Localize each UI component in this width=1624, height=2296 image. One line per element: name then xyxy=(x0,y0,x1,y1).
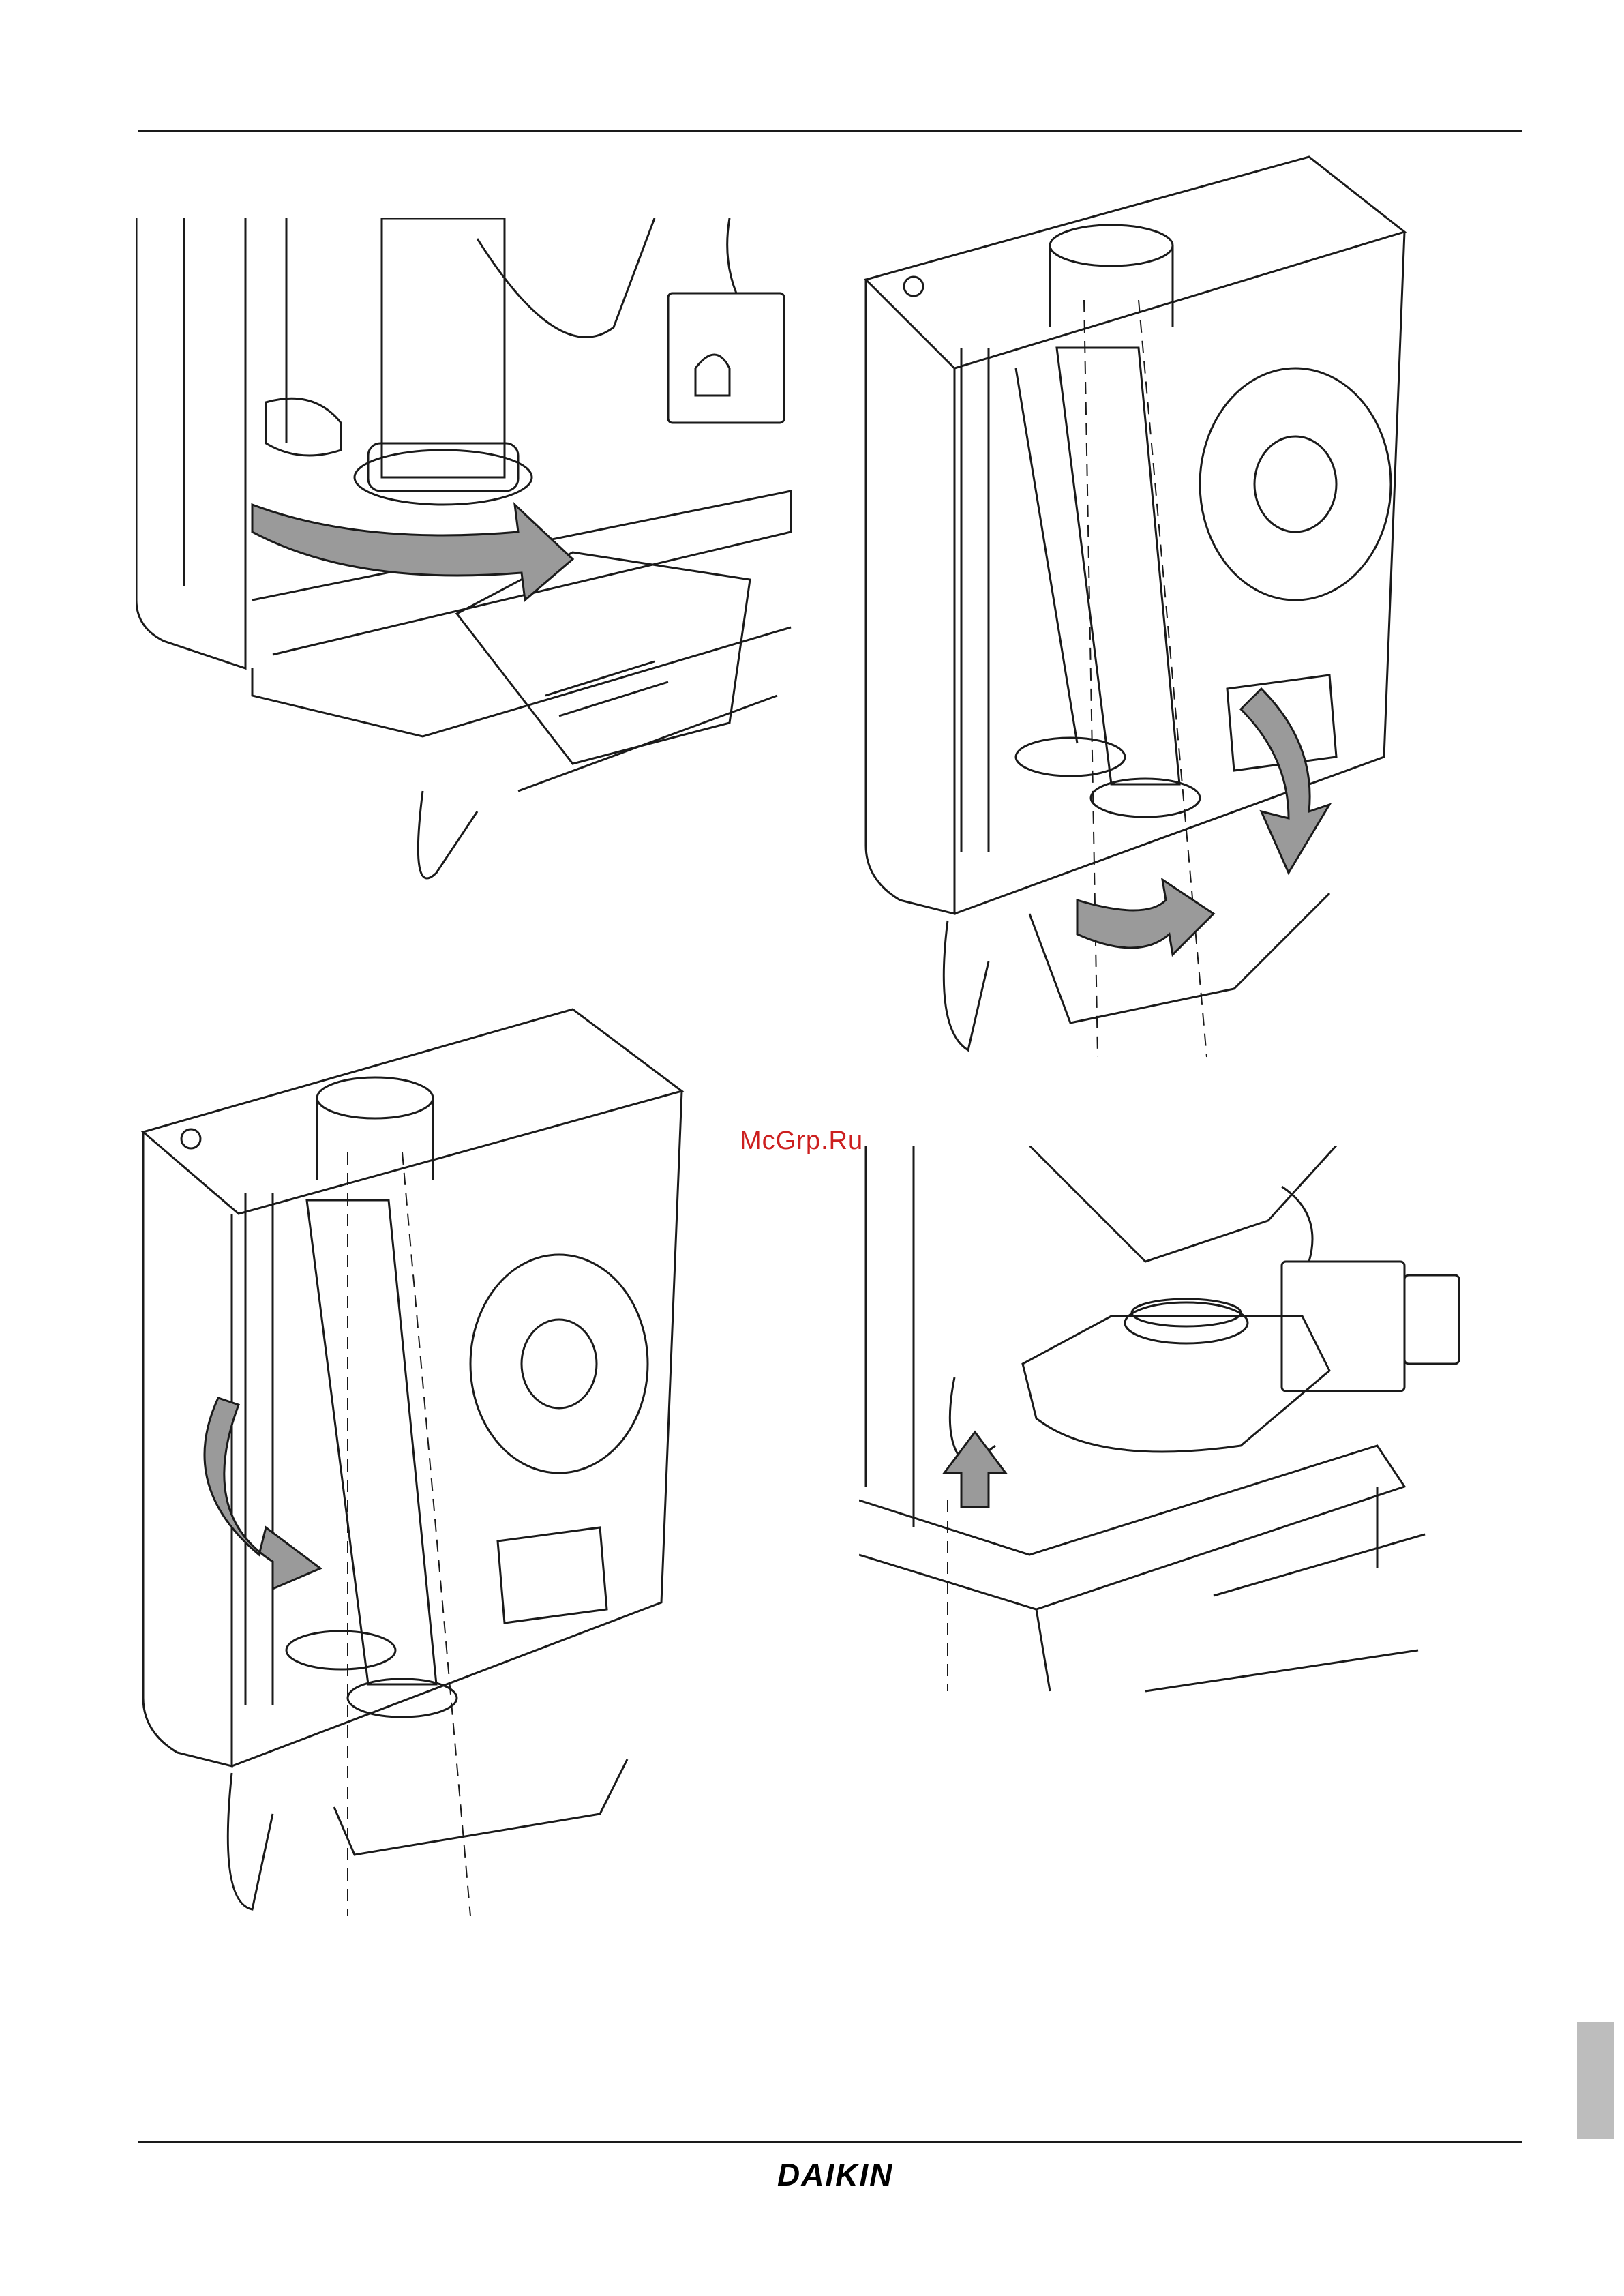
header-rule xyxy=(138,130,1522,132)
rotation-arrow xyxy=(252,505,573,600)
figure-step-3 xyxy=(136,996,695,1923)
figure-step-4 xyxy=(859,1146,1473,1705)
brand-logo: DAIKIN xyxy=(777,2156,893,2193)
boiler-closeup-illustration xyxy=(136,218,798,900)
footer-rule xyxy=(138,2141,1522,2143)
watermark: McGrp.Ru xyxy=(740,1127,863,1156)
boiler-front-illustration xyxy=(852,143,1452,1064)
rotate-arrow-lower xyxy=(1077,880,1214,955)
chapter-tab xyxy=(1577,2022,1614,2139)
rotate-arrow-side xyxy=(205,1398,320,1589)
figure-step-2 xyxy=(852,143,1452,1064)
figure-step-1 xyxy=(136,218,798,900)
boiler-front-illustration-2 xyxy=(136,996,695,1923)
boiler-closeup-illustration-2 xyxy=(859,1146,1473,1705)
